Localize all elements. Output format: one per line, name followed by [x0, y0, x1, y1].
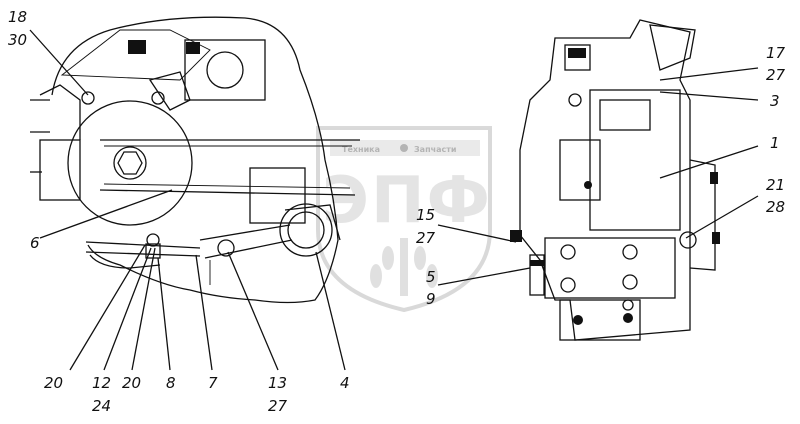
bracket-bolt: [712, 232, 720, 244]
leader-6: [39, 189, 173, 239]
terminal-block: [599, 99, 651, 131]
watermark-left-text: Техника: [342, 145, 380, 154]
crank-block: [249, 167, 306, 224]
left-view: [30, 16, 360, 304]
callout-18: 18: [8, 8, 27, 26]
generator-top: [39, 84, 81, 140]
tensioner-hub: [287, 211, 325, 249]
callout-7: 7: [208, 374, 218, 392]
leader-12: [103, 247, 152, 371]
callout-13: 13: [268, 374, 287, 392]
terminal-screw: [584, 181, 592, 189]
lower-flange: [559, 299, 641, 341]
tensioner-pulley: [279, 203, 333, 257]
callout-21: 21: [766, 176, 785, 194]
callout-28: 28: [766, 198, 785, 216]
callout-27-middle: 27: [416, 229, 436, 247]
leader-20b: [131, 247, 156, 371]
generator-nut: [117, 151, 143, 175]
small-bolt: [510, 230, 522, 242]
adjust-strap: [199, 224, 293, 259]
plate-hole: [622, 244, 638, 260]
pump-body: [184, 39, 266, 101]
generator-body: [589, 89, 681, 231]
leader-20a: [69, 244, 146, 371]
callout-27-upper: 27: [766, 66, 786, 84]
callout-17: 17: [766, 44, 786, 62]
tension-bracket: [148, 71, 191, 111]
bolt-head: [128, 40, 146, 54]
pivot-nut: [679, 231, 697, 249]
leader-17: [659, 67, 759, 81]
mount-plate: [544, 237, 676, 299]
drive-belt-inner: [103, 145, 352, 189]
flange-bolt: [573, 315, 583, 325]
watermark-wheat-icon: [370, 238, 438, 296]
fitting: [564, 44, 591, 71]
leader-15: [437, 224, 517, 243]
watermark-dot-icon: [400, 144, 408, 152]
leader-4: [315, 251, 346, 371]
leader-13: [227, 251, 279, 371]
callout-20-left: 20: [44, 374, 63, 392]
bolt-stack-washer: [530, 260, 544, 266]
watermark-shield: [316, 126, 492, 313]
generator-front: [39, 139, 81, 201]
callout-5: 5: [426, 268, 436, 286]
callout-1: 1: [770, 134, 780, 152]
leader-8: [157, 257, 171, 371]
watermark-right-text: Запчасти: [414, 145, 456, 154]
callouts: 18 30 6 20 12 24 20 8 7 13 27 4 15 27 5 …: [8, 8, 786, 415]
flange-bolt: [623, 313, 633, 323]
generator-pulley: [67, 100, 193, 226]
leader-18: [29, 29, 89, 96]
callout-4: 4: [340, 374, 350, 392]
callout-3: 3: [770, 92, 780, 110]
plate-hole: [622, 274, 638, 290]
pump-port: [206, 51, 244, 89]
flange-hole: [622, 299, 634, 311]
callout-9: 9: [426, 290, 436, 308]
fitting-cap: [568, 48, 586, 58]
generator-hub: [113, 146, 147, 180]
unit-outline: [519, 19, 691, 341]
callout-30: 30: [8, 31, 27, 49]
callout-6: 6: [30, 234, 40, 252]
generator-bracket: [60, 29, 211, 81]
adjust-bolt: [217, 239, 235, 257]
mount-bolt: [81, 91, 95, 105]
callout-20-right: 20: [122, 374, 141, 392]
leader-7: [195, 254, 213, 371]
side-bracket: [689, 159, 716, 271]
plate-hole: [560, 277, 576, 293]
regulator: [559, 139, 601, 201]
mount-nut: [568, 93, 582, 107]
leader-5: [437, 267, 531, 286]
callout-8: 8: [166, 374, 176, 392]
tension-bar: [85, 241, 201, 257]
leader-lines: [29, 29, 759, 371]
right-view: [510, 19, 720, 341]
lower-lip: [89, 254, 161, 269]
bolt-head: [186, 42, 200, 54]
tensioner-housing: [284, 204, 341, 241]
leader-21: [685, 195, 759, 239]
leader-1: [659, 145, 759, 179]
bolt-stack: [529, 254, 545, 296]
leader-3: [659, 91, 759, 101]
callout-15: 15: [416, 206, 435, 224]
drive-belt: [99, 139, 360, 196]
watermark: Техника Запчасти ЭПФ: [316, 126, 492, 313]
housing-outline: [51, 16, 339, 304]
watermark-logo-text: ЭПФ: [322, 164, 490, 238]
callout-12: 12: [92, 374, 111, 392]
intake-pipe: [649, 24, 696, 71]
tension-nut: [146, 233, 160, 247]
callout-27-lower: 27: [268, 397, 288, 415]
bracket-bolt: [710, 172, 718, 184]
plate-hole: [560, 244, 576, 260]
callout-24: 24: [92, 397, 111, 415]
